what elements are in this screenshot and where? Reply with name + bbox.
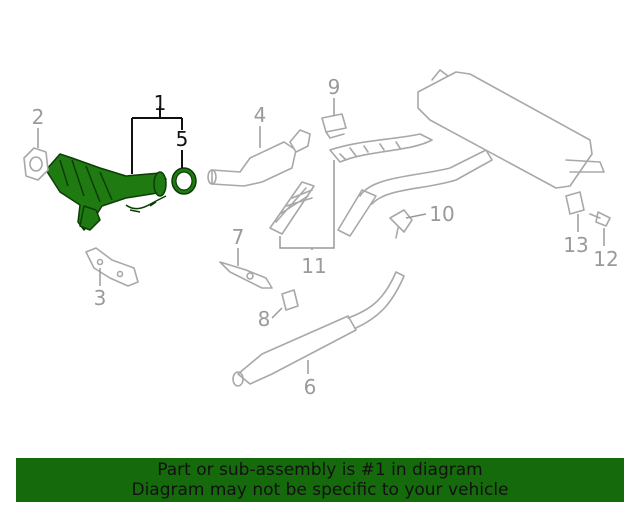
part-3-heat-shield[interactable]: [85, 247, 139, 287]
part-10-hanger[interactable]: [389, 209, 413, 239]
part-12-bolt[interactable]: [589, 211, 611, 227]
banner-line-2: Diagram may not be specific to your vehi…: [131, 480, 509, 500]
part-5-gasket[interactable]: [171, 167, 197, 195]
callout-13[interactable]: 13: [563, 233, 588, 257]
part-8-isolator[interactable]: [281, 289, 299, 311]
callout-12[interactable]: 12: [593, 247, 618, 271]
callout-6[interactable]: 6: [304, 375, 317, 399]
callout-3[interactable]: 3: [94, 286, 107, 310]
part-1-catalytic-converter[interactable]: [45, 153, 167, 231]
info-banner: Part or sub-assembly is #1 in diagram Di…: [16, 458, 624, 502]
callout-9[interactable]: 9: [328, 75, 341, 99]
callout-8[interactable]: 8: [258, 307, 271, 331]
part-4-front-pipe[interactable]: [207, 129, 311, 187]
rear-muffler: [359, 69, 605, 205]
part-6-center-muffler[interactable]: [232, 271, 405, 387]
part-2-flange-gasket[interactable]: [23, 147, 49, 181]
callout-11[interactable]: 11: [301, 254, 326, 278]
callout-4[interactable]: 4: [254, 103, 267, 127]
callout-5[interactable]: 5: [176, 127, 189, 151]
part-9-clamp[interactable]: [321, 113, 347, 139]
callout-2[interactable]: 2: [32, 105, 45, 129]
part-11-flex-pipes[interactable]: [269, 133, 433, 237]
callout-1[interactable]: 1: [154, 91, 167, 115]
exhaust-parts-diagram: 1 2 3 4 5 6 7 8 9 10 11 12 13: [23, 69, 619, 399]
callout-7[interactable]: 7: [232, 225, 245, 249]
banner-line-1: Part or sub-assembly is #1 in diagram: [157, 460, 483, 480]
callout-10[interactable]: 10: [429, 202, 454, 226]
part-13-hanger[interactable]: [565, 191, 585, 215]
leader-lines: [37, 98, 605, 374]
part-7-bracket[interactable]: [219, 261, 273, 289]
